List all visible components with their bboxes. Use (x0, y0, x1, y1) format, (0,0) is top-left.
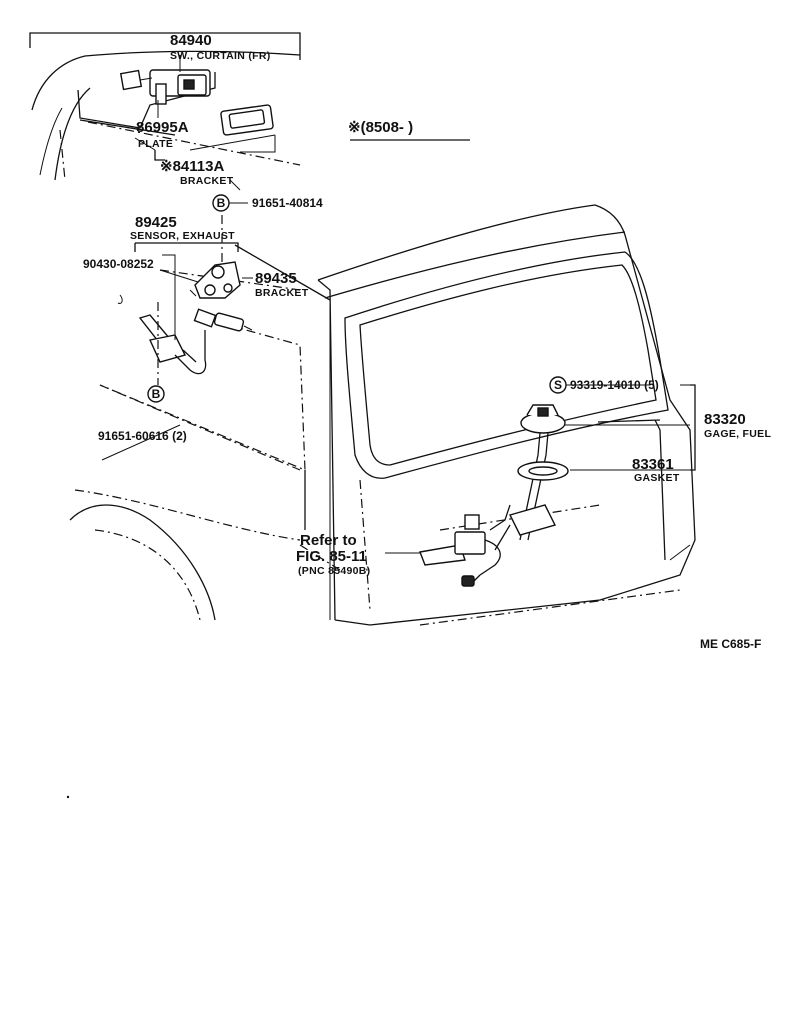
gasket-ring-small (117, 294, 123, 304)
part-number: 91651-40814 (252, 196, 323, 210)
part-number: 83361 (632, 456, 674, 473)
label-84113a: ※84113A BRACKET (160, 158, 234, 187)
part-number: 91651-60616 (2) (98, 429, 187, 443)
part-name: BRACKET (180, 175, 234, 187)
part-name: PLATE (138, 138, 173, 150)
part-number: 86995A (136, 119, 189, 136)
marker-letter: B (217, 196, 226, 210)
serial-note: ※(8508- ) (348, 119, 413, 136)
reference-line1: Refer to (300, 532, 357, 549)
figure-code: ME C685-F (700, 637, 761, 651)
label-83320: 83320 GAGE, FUEL (704, 411, 771, 440)
part-name: SENSOR, EXHAUST (130, 230, 235, 242)
exhaust-sensor-part (138, 308, 253, 375)
fuel-gasket-part (517, 461, 569, 481)
reference-line3: (PNC 85490B) (298, 565, 370, 577)
wiring-harness-part (419, 504, 511, 587)
part-number: ※84113A (160, 158, 224, 175)
part-number: 90430-08252 (83, 257, 154, 271)
label-93319-14010: S 93319-14010 (5) (549, 376, 659, 394)
label-90430-08252: 90430-08252 (83, 257, 154, 271)
part-number: 89435 (255, 270, 297, 287)
part-number: 89425 (135, 214, 177, 231)
fuel-gage-part (508, 404, 566, 541)
reference-line2: FIG. 85-11 (296, 548, 367, 565)
reference-note: Refer to FIG. 85-11 (PNC 85490B) (296, 532, 370, 577)
label-89435: 89435 BRACKET (255, 270, 309, 299)
label-91651-60616: B 91651-60616 (2) (98, 385, 187, 443)
label-91651-40814: B 91651-40814 (212, 194, 323, 212)
part-number: 93319-14010 (5) (570, 378, 659, 392)
vehicle-body-outline (69, 244, 341, 621)
part-name: GAGE, FUEL (704, 428, 771, 440)
part-number: 83320 (704, 411, 746, 428)
marker-letter: B (152, 387, 161, 401)
roof-interior-outline (29, 32, 301, 181)
back-door-outline (317, 204, 696, 626)
screw-marker-icon (549, 376, 567, 394)
part-name: BRACKET (255, 287, 309, 299)
label-86995a: 86995A PLATE (136, 119, 189, 150)
stray-dot (66, 795, 70, 799)
part-name: SW., CURTAIN (FR) (170, 50, 271, 62)
part-name: GASKET (634, 472, 680, 484)
part-number: 84940 (170, 32, 212, 49)
sensor-bracket-part (189, 261, 241, 299)
curtain-switch-part (119, 69, 211, 105)
bolt-marker-icon (147, 385, 165, 403)
plate-part (220, 104, 274, 136)
label-89425: 89425 SENSOR, EXHAUST (130, 214, 235, 242)
label-83361: 83361 GASKET (632, 456, 680, 484)
marker-letter: S (554, 378, 562, 392)
label-84940: 84940 SW., CURTAIN (FR) (170, 32, 271, 62)
